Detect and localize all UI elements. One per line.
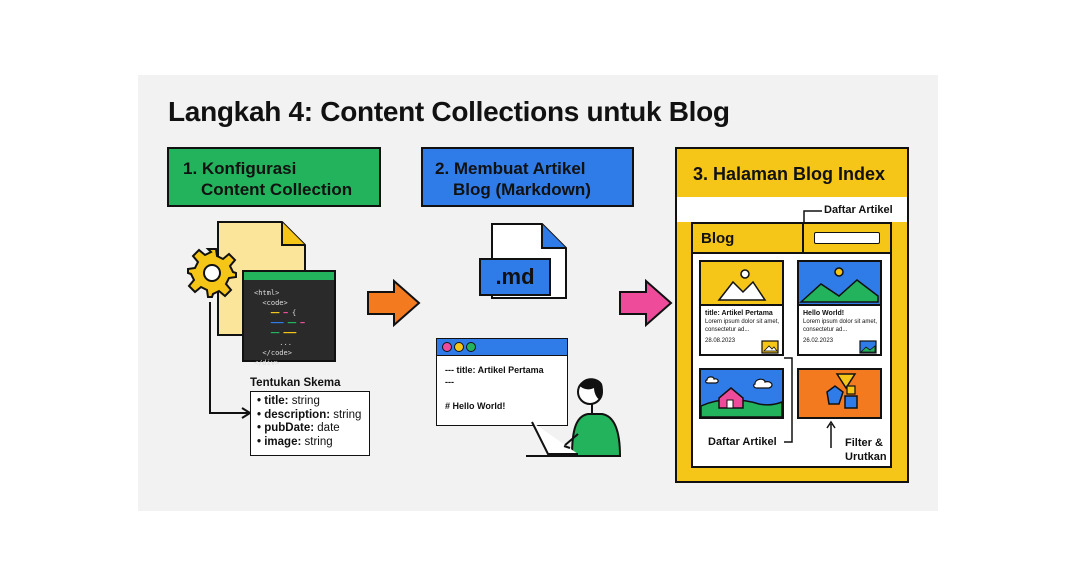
frontmatter-end: --- [445, 377, 454, 387]
image-icon [799, 262, 880, 306]
step3-header: 3. Halaman Blog Index [675, 147, 909, 197]
code-window: <html> <code> ━━ ━ { ━━━ ━━ ━ ━━ ━━━ ...… [242, 270, 336, 367]
code-block: <html> <code> ━━ ━ { ━━━ ━━ ━ ━━ ━━━ ...… [254, 289, 305, 367]
md-file-label: .md [479, 258, 551, 296]
card-title: Hello World! [803, 310, 845, 317]
image-icon [701, 262, 782, 306]
schema-field: image: string [257, 436, 369, 450]
step1-header: 1. Konfigurasi Content Collection [167, 147, 381, 207]
step1-line2: Content Collection [201, 180, 353, 199]
arrow-up-icon [826, 420, 836, 448]
page-title: Langkah 4: Content Collections untuk Blo… [168, 96, 730, 127]
header-divider [802, 222, 804, 254]
pointer-line [784, 357, 793, 443]
house-image-icon[interactable] [699, 368, 784, 419]
schema-field: pubDate: date [257, 422, 369, 436]
code-line-2: <code> [254, 299, 288, 307]
card-description: Lorem ipsum dolor sit amet, consectetur … [705, 319, 780, 333]
daftar-artikel-label-bottom: Daftar Artikel [708, 436, 777, 448]
thumbnail-icon [761, 340, 779, 354]
card-title: title: Artikel Pertama [705, 310, 773, 317]
schema-box: title: string description: string pubDat… [250, 391, 370, 456]
daftar-artikel-label-top: Daftar Artikel [824, 204, 893, 216]
search-input[interactable] [814, 232, 880, 244]
heading-line: # Hello World! [445, 401, 506, 411]
shapes-image-icon[interactable] [797, 368, 882, 419]
filter-sort-label: Filter & Urutkan [845, 437, 887, 463]
schema-title: Tentukan Skema [250, 377, 341, 389]
code-line-4: </div> [254, 359, 280, 367]
article-card[interactable]: Hello World! Lorem ipsum dolor sit amet,… [797, 260, 882, 356]
step1-line1: 1. Konfigurasi [183, 159, 297, 178]
code-window-bar [244, 272, 334, 280]
step2-header: 2. Membuat Artikel Blog (Markdown) [421, 147, 634, 207]
step2-line2: Blog (Markdown) [453, 180, 591, 199]
arrow-right-icon [619, 279, 673, 327]
code-line-3: </code> [254, 349, 292, 357]
schema-field: description: string [257, 409, 369, 423]
editor-content: --- title: Artikel Pertama --- # Hello W… [437, 356, 567, 412]
frontmatter-line: --- title: Artikel Pertama [445, 365, 544, 375]
minimize-dot-icon [454, 342, 464, 352]
maximize-dot-icon [466, 342, 476, 352]
browser-strip [677, 197, 907, 222]
arrow-right-icon [367, 279, 421, 327]
editor-title-bar [437, 339, 567, 356]
gear-icon [187, 248, 237, 298]
pointer-line [803, 210, 822, 226]
editor-window: --- title: Artikel Pertama --- # Hello W… [436, 338, 568, 426]
card-date: 26.02.2023 [803, 338, 834, 344]
schema-field: title: string [257, 395, 369, 409]
close-dot-icon [442, 342, 452, 352]
step2-line1: 2. Membuat Artikel [435, 159, 586, 178]
article-card[interactable]: title: Artikel Pertama Lorem ipsum dolor… [699, 260, 784, 356]
thumbnail-icon [859, 340, 877, 354]
person-at-laptop-icon [526, 378, 622, 457]
code-line-1: <html> [254, 289, 280, 297]
card-description: Lorem ipsum dolor sit amet, consectetur … [803, 319, 878, 333]
card-date: 28.08.2023 [705, 338, 736, 344]
